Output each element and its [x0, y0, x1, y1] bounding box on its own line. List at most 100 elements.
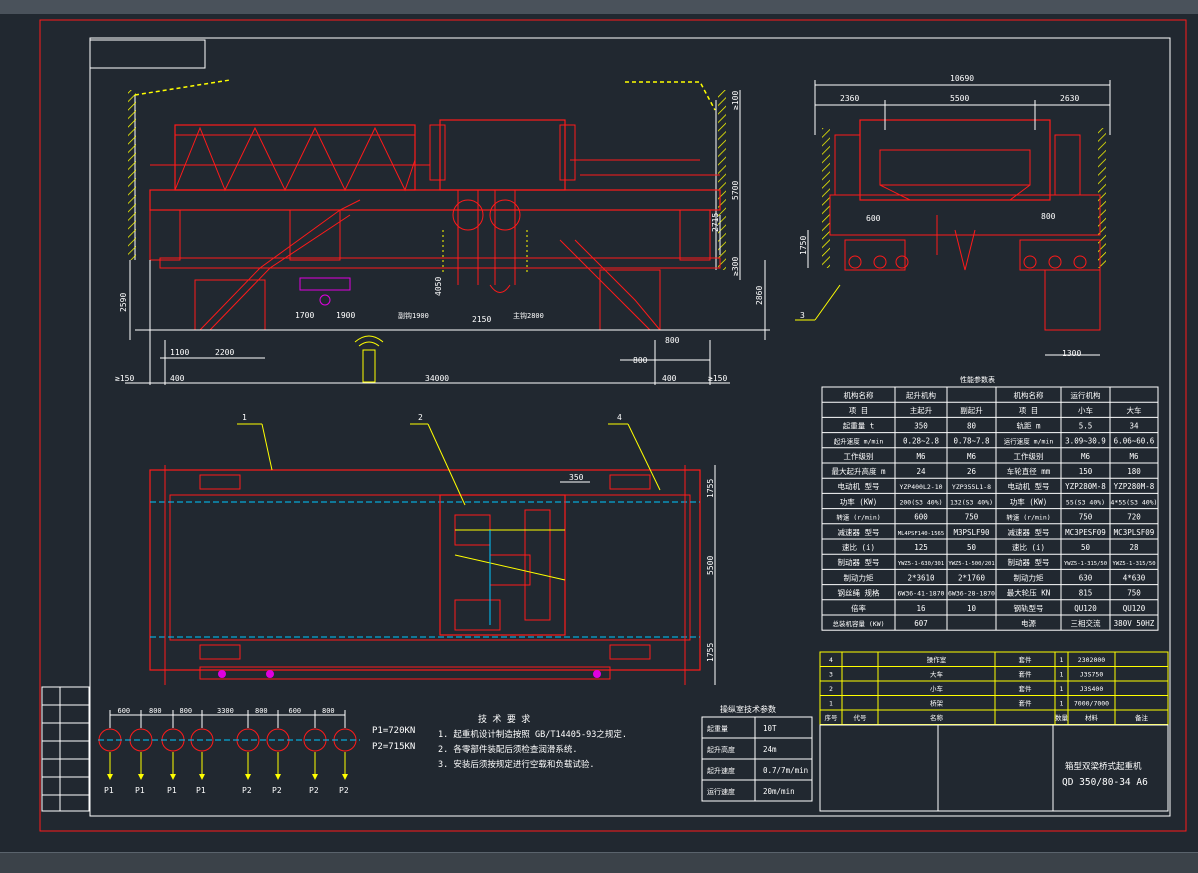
perf-cell: 150 [1079, 467, 1093, 476]
perf-cell: 0.78~7.8 [953, 437, 990, 446]
perf-cell: 750 [1079, 513, 1093, 522]
dim-2590: 2590 [119, 293, 128, 312]
perf-cell: 运行机构 [1071, 390, 1101, 400]
parts-cell: 1 [1060, 700, 1064, 708]
load-arrow-head [170, 774, 176, 780]
status-bar [0, 852, 1198, 873]
perf-cell: 最大起升高度 m [831, 466, 886, 476]
perf-cell: 总装机容量 (KW) [832, 619, 884, 628]
load-arrow-head [245, 774, 251, 780]
cab-param-value: 24m [763, 745, 777, 754]
tech-item-2: 2. 各零部件装配后须检查润滑系统. [438, 744, 577, 755]
perf-cell: 机构名称 [844, 390, 874, 400]
perf-cell: 132(S3 40%) [950, 498, 993, 506]
perf-cell: 2*3610 [907, 573, 935, 582]
perf-cell: 钢轨型号 [1014, 603, 1044, 613]
sheet-inner-border [89, 37, 1171, 817]
perf-cell: 工作级别 [844, 451, 874, 461]
wheel-spacing: 3300 [217, 707, 234, 715]
perf-cell: 电动机 型号 [1007, 481, 1049, 491]
title-block: 箱型双梁桥式起重机 QD 350/80-34 A6 [819, 724, 1169, 812]
dim-2200: 2200 [215, 348, 234, 357]
wheel-label: P1 [104, 786, 114, 795]
perf-cell: 0.28~2.8 [903, 437, 940, 446]
callout-1: 1 [242, 413, 247, 422]
wheel-load-text: P1=720KN P2=715KN [372, 726, 415, 752]
dim-plan-5500: 5500 [706, 556, 715, 575]
parts-header: 序号 [825, 713, 839, 722]
cab-params-title: 操纵室技术参数 [720, 704, 776, 714]
perf-cell: 倍率 [851, 603, 866, 613]
parts-header: 代号 [854, 713, 868, 722]
perf-cell: 功率 (KW) [1010, 496, 1048, 506]
parts-cell: 1 [1060, 671, 1064, 679]
perf-cell: 速比 (i) [842, 542, 875, 552]
perf-cell: 转速 (r/min) [836, 513, 880, 522]
parts-cell: 套件 [1019, 684, 1033, 693]
perf-cell: 750 [965, 513, 979, 522]
drawing-number-box [89, 39, 206, 69]
cab-param-value: 20m/min [763, 787, 795, 796]
perf-cell: M6 [916, 452, 926, 461]
load-arrow-head [312, 774, 318, 780]
perf-cell: YWZ5-1-500/201 [948, 561, 994, 567]
parts-cell: 4 [829, 656, 833, 664]
perf-cell: YZP280M-8 [1114, 482, 1155, 491]
perf-cell: YZP355L1-8 [952, 483, 991, 491]
perf-cell: 功率 (KW) [840, 496, 878, 506]
perf-cell: 600 [914, 513, 928, 522]
perf-cell: YWZ5-1-315/50 [1064, 561, 1107, 567]
perf-cell: YWZ5-1-630/301 [898, 561, 944, 567]
parts-cell: 2 [829, 685, 833, 693]
wheel-spacing: 800 [149, 707, 162, 715]
perf-cell: YZP280M-8 [1065, 482, 1106, 491]
wheel-label: P1 [196, 786, 206, 795]
front-dimension-labels: 34000 400 400 ≥150 ≥150 1100 2200 1700 1… [115, 91, 764, 383]
wheel-spacing: 800 [180, 707, 193, 715]
dim-100: ≥100 [731, 91, 740, 110]
plan-labels: 1 2 4 350 1755 5500 1755 [242, 413, 715, 662]
perf-cell: 3.09~30.9 [1065, 437, 1106, 446]
perf-cell: 电动机 型号 [837, 481, 879, 491]
dim-1100: 1100 [170, 348, 189, 357]
perf-cell: 减速器 型号 [1007, 527, 1049, 537]
perf-cell: 主起升 [910, 405, 933, 415]
parts-cell: 桥架 [930, 699, 944, 708]
dim-1700: 1700 [295, 311, 314, 320]
cab-param-value: 10T [763, 724, 777, 733]
perf-cell: 55(S3 40%) [1066, 498, 1105, 506]
cad-drawing: 34000 400 400 ≥150 ≥150 1100 2200 1700 1… [39, 19, 1187, 832]
cab-param-name: 运行速度 [707, 787, 735, 796]
dim-plan-1755a: 1755 [706, 479, 715, 498]
callout-2: 2 [418, 413, 423, 422]
wheel-spacing: 800 [255, 707, 268, 715]
dim-side-left: 2360 [840, 94, 859, 103]
perf-cell: MC3PLSF09 [1114, 528, 1155, 537]
callout-3: 3 [800, 311, 805, 320]
sheet-outer-border [39, 19, 1187, 832]
dim-side-right: 2630 [1060, 94, 1079, 103]
dim-2715: 2715 [711, 213, 720, 232]
dim-aux-hook: 副钩1900 [398, 311, 429, 320]
dim-4050: 4050 [434, 277, 443, 296]
perf-cell: 电源 [1021, 618, 1037, 628]
perf-cell: QU120 [1123, 604, 1146, 613]
dim-side-1300: 1300 [1062, 349, 1081, 358]
parts-header: 材料 [1085, 713, 1099, 722]
perf-cell: 运行速度 m/min [1004, 437, 1054, 446]
dim-5700: 5700 [731, 181, 740, 200]
dim-side-1750: 1750 [799, 236, 808, 255]
perf-cell: 机构名称 [1014, 390, 1044, 400]
perf-cell: 180 [1127, 467, 1141, 476]
perf-cell: 小车 [1078, 405, 1094, 415]
perf-cell: 工作级别 [1014, 451, 1044, 461]
parts-cell: 小车 [930, 684, 944, 693]
parts-cell: 大车 [930, 670, 944, 679]
cab-param-name: 起升高度 [707, 745, 735, 754]
perf-cell: 最大轮压 KN [1007, 588, 1051, 598]
parts-cell: 1 [829, 700, 833, 708]
dim-right-margin: ≥150 [708, 374, 727, 383]
dim-1900: 1900 [336, 311, 355, 320]
